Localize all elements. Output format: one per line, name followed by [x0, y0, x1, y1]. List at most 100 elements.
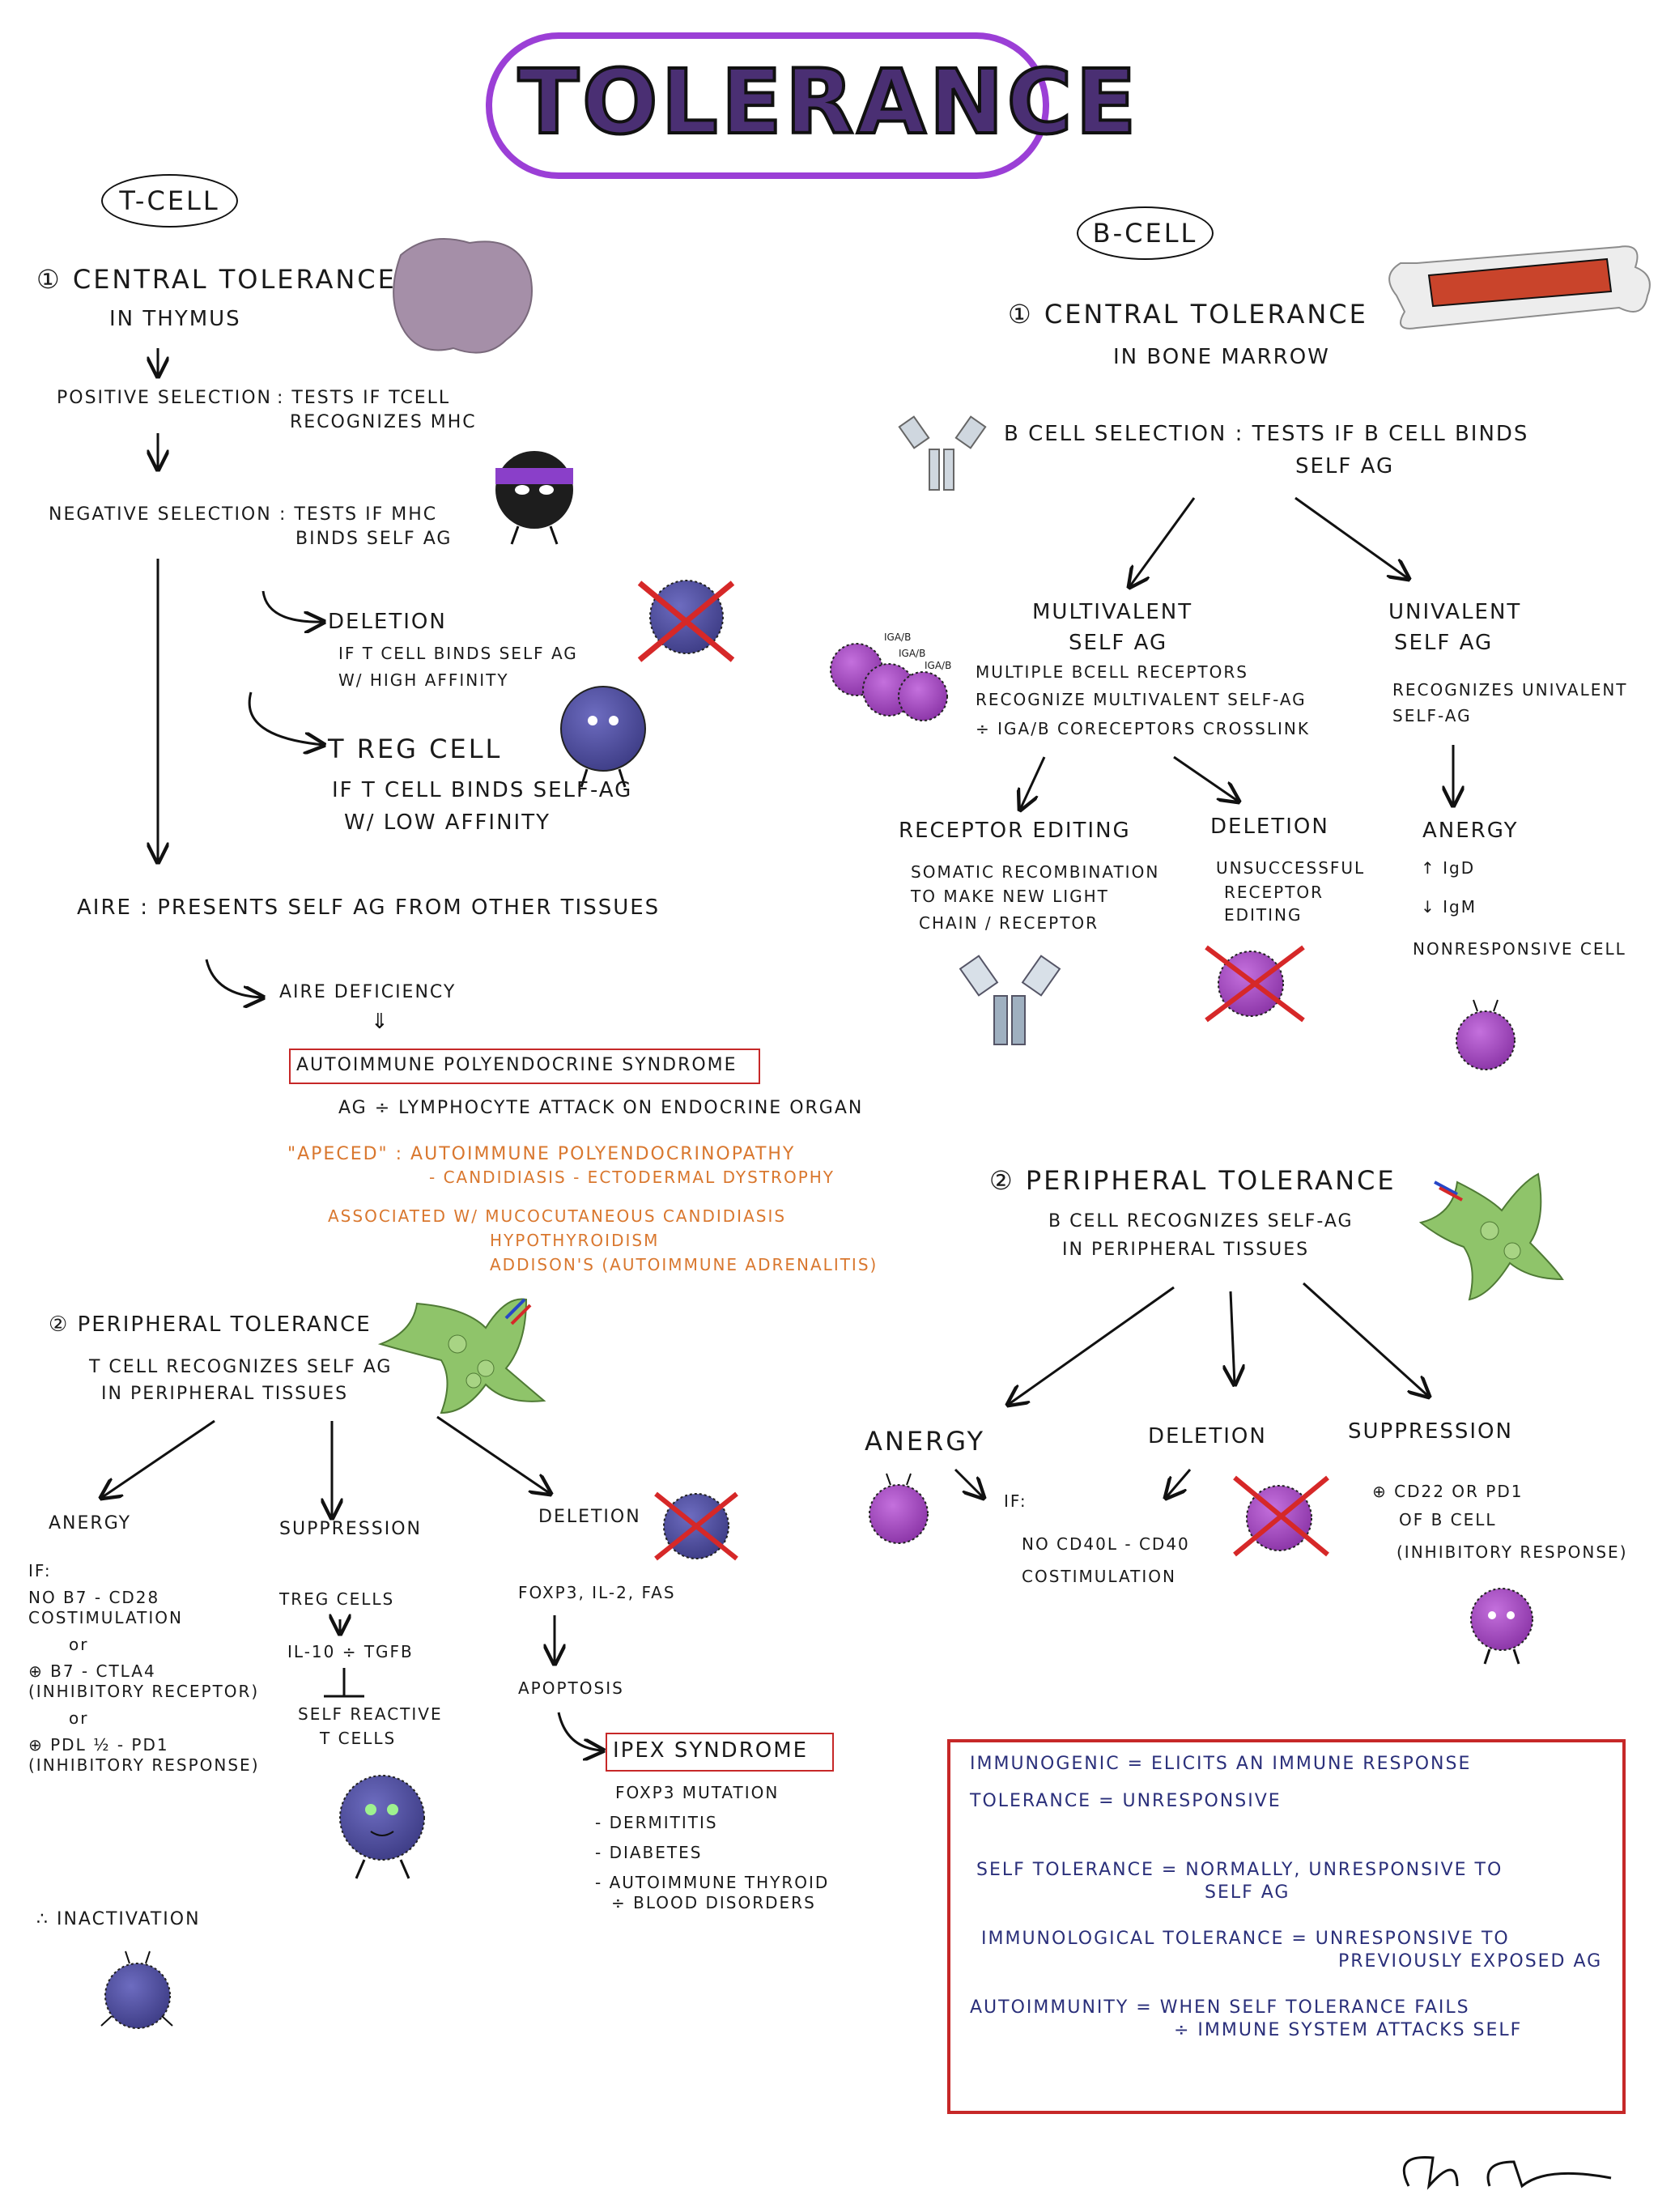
b-peripheral-deletion: DELETION — [1148, 1424, 1267, 1448]
deleted-tcell-icon — [637, 580, 735, 662]
treg-cell: T REG CELL — [328, 734, 503, 764]
signature — [1402, 2155, 1612, 2190]
t-anergy-line: or — [69, 1635, 89, 1654]
inactivation: ∴ INACTIVATION — [36, 1909, 201, 1929]
deleted-peripheral-tcell-icon — [654, 1491, 738, 1561]
multivalent-desc-2: RECOGNIZE MULTIVALENT SELF-Ag — [976, 690, 1307, 709]
arrow-to-treg — [248, 691, 324, 745]
t-anergy-line: NO B7 - CD28 — [28, 1588, 160, 1607]
t-anergy-line: COSTIMULATION — [28, 1608, 183, 1627]
central-deletion-desc-2: w/ HIGH AFFINITY — [338, 670, 509, 690]
arrow-to-t-deletion — [436, 1415, 551, 1494]
b-deletion-desc-1: UNSUCCESSFUL — [1216, 858, 1366, 878]
b-anergy-igm: ↓ IgM — [1421, 897, 1477, 917]
b-anergy-igd: ↑ IgD — [1421, 858, 1476, 878]
ig-label: Igα/β — [925, 660, 952, 671]
negative-selection-desc-1: : TESTS IF MHC — [279, 504, 438, 525]
b-cell-selection-2: SELF Ag — [1295, 454, 1395, 479]
aps-desc: Ag ÷ LYMPHOCYTE ATTACK ON ENDOCRINE ORGA… — [338, 1098, 864, 1118]
positive-selection-label: POSITIVE SELECTION — [57, 388, 272, 408]
b-anergy-nonresponsive: NONRESPONSIVE CELL — [1413, 939, 1626, 959]
suppressive-treg-icon — [339, 1775, 425, 1879]
deleted-peripheral-bcell-icon — [1233, 1475, 1329, 1557]
antibody-icon — [959, 955, 1061, 1045]
multivalent-desc-1: MULTIPLE BCELL RECEPTORS — [976, 662, 1248, 682]
definition-line: TOLERANCE = UNRESPONSIVE — [970, 1790, 1282, 1811]
univalent-title-1: UNIVALENT — [1388, 600, 1522, 624]
central-deletion: DELETION — [328, 610, 447, 634]
definition-line: SELF TOLERANCE = NORMALLY, UNRESPONSIVE … — [976, 1860, 1503, 1880]
b-peripheral-anergy: ANERGY — [865, 1426, 986, 1457]
ipex-line: FOXP3 MUTATION — [615, 1783, 780, 1802]
ipex-line: - AUTOIMMUNE THYROID — [595, 1873, 830, 1892]
t-anergy-line: ⊕ B7 - CTLA4 — [28, 1661, 156, 1681]
t-anergy-line: or — [69, 1708, 89, 1728]
b-peripheral-anergy-2: COSTIMULATION — [1022, 1567, 1176, 1586]
multivalent-bcell-cluster-icon — [830, 643, 948, 721]
associated-line-3: ADDISON'S (AUTOIMMUNE ADRENALITIS) — [490, 1255, 878, 1274]
masked-mhc-icon — [495, 451, 573, 545]
univalent-desc-1: RECOGNIZES UNIVALENT — [1392, 680, 1628, 700]
negative-selection-label: NEGATIVE SELECTION — [49, 504, 272, 525]
b-central-deletion: DELETION — [1210, 815, 1329, 839]
ipex-title: IPEX SYNDROME — [613, 1738, 809, 1763]
b-central-anergy: ANERGY — [1422, 819, 1519, 843]
b-peripheral-suppression: SUPPRESSION — [1348, 1419, 1513, 1444]
b-peripheral-anergy-if: IF: — [1004, 1491, 1027, 1511]
univalent-desc-2: SELF-Ag — [1392, 706, 1472, 725]
t-peripheral-suppression: SUPPRESSION — [279, 1519, 422, 1539]
central-deletion-desc-1: IF T CELL BINDS SELF Ag — [338, 644, 578, 663]
b-cell-selection-1: B CELL SELECTION : TESTS IF B CELL BINDS — [1004, 422, 1529, 446]
ipex-list: FOXP3 MUTATION - DERMITITIS - DIABETES -… — [595, 1783, 829, 1913]
bone-marrow-icon — [1388, 245, 1651, 330]
aire-deficiency: AIRE DEFICIENCY — [279, 982, 457, 1002]
t-anergy-line: IF: — [28, 1561, 52, 1580]
b-deletion-desc-2: RECEPTOR — [1224, 883, 1324, 902]
b-peripheral-heading: ② PERIPHERAL TOLERANCE — [989, 1165, 1397, 1196]
ig-label: Igα/β — [899, 648, 926, 659]
arrow-to-b-deletion — [1173, 755, 1239, 802]
t-del-foxp3: FOXP3, IL-2, FAS — [518, 1583, 676, 1602]
positive-selection-desc-2: RECOGNIZES MHC — [290, 412, 477, 432]
anergic-peripheral-bcell-icon — [869, 1473, 929, 1544]
multivalent-title-2: SELF Ag — [1069, 631, 1168, 655]
univalent-title-2: SELF Ag — [1394, 631, 1494, 655]
deleted-bcell-icon — [1205, 945, 1305, 1023]
aire-description: AIRE : PRESENTS SELF Ag FROM OTHER TISSU… — [77, 895, 661, 920]
definitions-list: IMMUNOGENIC = ELICITS AN IMMUNE RESPONSE… — [970, 1753, 1601, 2041]
dendritic-cell-icon — [1418, 1172, 1564, 1301]
multivalent-title-1: MULTIVALENT — [1032, 600, 1193, 624]
t-peripheral-desc-1: T CELL RECOGNIZES SELF Ag — [89, 1357, 393, 1377]
treg-cell-icon — [560, 686, 646, 788]
receptor-editing-desc-1: SOMATIC RECOMBINATION — [911, 862, 1160, 882]
b-peripheral-desc-1: B CELL RECOGNIZES SELF-Ag — [1048, 1211, 1354, 1231]
t-anergy-line: (INHIBITORY RECEPTOR) — [28, 1682, 260, 1701]
t-anergy-line: ⊕ PDL ½ - PD1 — [28, 1735, 169, 1755]
t-supp-self-reactive: SELF REACTIVE — [298, 1704, 443, 1724]
t-peripheral-desc-2: IN PERIPHERAL TISSUES — [101, 1384, 349, 1404]
arrow-to-univalent — [1295, 496, 1409, 579]
arrow-deletion-cd40 — [1166, 1469, 1192, 1498]
b-central-heading: ① CENTRAL TOLERANCE — [1008, 299, 1368, 330]
b-supp-1: ⊕ CD22 or PD1 — [1372, 1482, 1524, 1501]
apeced-line-1: "APECED" : AUTOIMMUNE POLYENDOCRINOPATHY — [287, 1144, 796, 1164]
definition-line: IMMUNOLOGICAL TOLERANCE = UNRESPONSIVE T… — [981, 1929, 1510, 1949]
t-supp-il10: IL-10 ÷ TGFβ — [287, 1642, 414, 1661]
associated-line-2: HYPOTHYROIDISM — [490, 1231, 660, 1250]
multivalent-desc-3: ÷ Igα/β CORECEPTORS CROSSLINK — [976, 719, 1310, 738]
ig-label: Igα/β — [884, 632, 912, 643]
positive-selection-desc-1: : TESTS IF TCELL — [277, 388, 451, 408]
title-cloud — [486, 32, 1049, 179]
definition-line: IMMUNOGENIC = ELICITS AN IMMUNE RESPONSE — [970, 1754, 1472, 1774]
bcell-header: B-CELL — [1077, 206, 1214, 260]
arrow-to-b-peripheral-suppression — [1302, 1282, 1429, 1397]
arrow-to-b-peripheral-deletion — [1231, 1291, 1235, 1385]
t-supp-treg: TREG CELLS — [279, 1589, 395, 1609]
arrow-to-t-anergy — [101, 1419, 215, 1498]
treg-desc-2: w/ LOW AFFINITY — [344, 810, 551, 835]
ipex-line: - DIABETES — [595, 1843, 703, 1862]
t-central-location: in THYMUS — [109, 307, 241, 331]
ipex-line: ÷ BLOOD DISORDERS — [611, 1893, 816, 1912]
definitions-box — [947, 1739, 1626, 2114]
